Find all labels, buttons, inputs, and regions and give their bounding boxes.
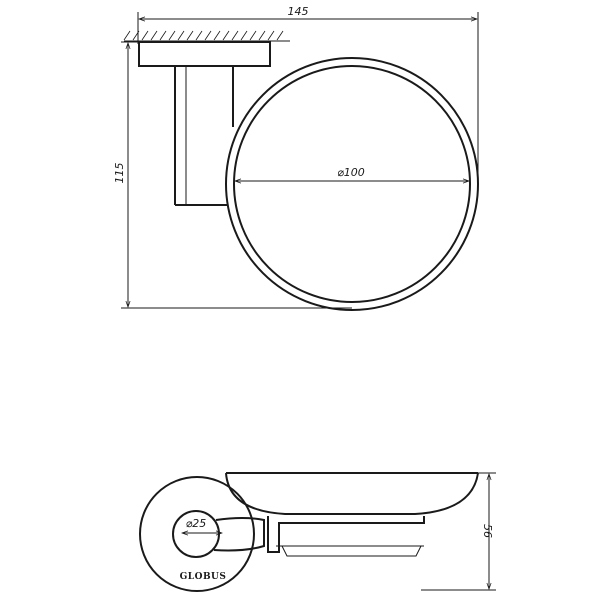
dish-outer-ring [225,57,479,311]
wall-plate [138,41,271,67]
height-dimension-label: 115 [113,163,126,184]
diameter-dimension-label: ⌀100 [337,166,365,179]
width-dimension-label: 145 [288,5,309,18]
brand-label: GLOBUS [180,572,227,582]
holder-arm [174,66,234,206]
dimension-width: 145 [137,5,479,184]
dimension-stem-diameter: ⌀25 [182,517,222,533]
wall-hatching [123,30,290,42]
side-arm [213,517,265,552]
side-view: ⌀25 GLOBUS 56 [139,472,496,592]
side-bracket [267,516,425,553]
top-view: 145 115 ⌀100 [113,5,479,311]
dimension-side-height: 56 [421,472,496,591]
stem-diameter-label: ⌀25 [186,517,207,530]
side-height-label: 56 [481,524,494,538]
base-outer-circle [139,476,255,592]
dimension-height: 115 [113,41,352,309]
dish-inner-ring [233,65,471,303]
side-dish [225,472,479,557]
dimension-diameter: ⌀100 [235,166,469,181]
